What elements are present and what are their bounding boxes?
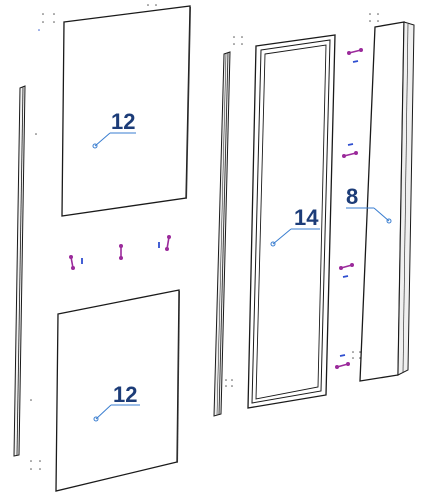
cam-lock-bolt: [347, 48, 363, 55]
cam-lock-bolt: [335, 362, 350, 369]
reference-dots: [30, 4, 379, 470]
part-number-label: 8: [346, 184, 358, 209]
part-number-label: 12: [111, 109, 135, 134]
dowel-pin: [339, 354, 346, 357]
callout-narrow-side-panel: 8: [346, 184, 392, 224]
part-number-label: 14: [294, 205, 319, 230]
callout-framed-door-panel: 14: [270, 205, 320, 247]
cam-lock-bolt: [69, 255, 75, 270]
dowel-pin: [347, 143, 354, 146]
connector-hardware-left: [69, 235, 171, 270]
middle-vertical-rail: [213, 51, 231, 417]
connector-hardware-right: [335, 48, 363, 369]
cam-lock-bolt: [119, 244, 123, 260]
dowel-pin: [342, 275, 349, 278]
cam-lock-bolt: [342, 151, 358, 158]
lower-left-panel: [55, 289, 180, 492]
part-number-label: 12: [113, 382, 137, 407]
cam-lock-bolt: [339, 263, 354, 270]
left-vertical-rail: [13, 85, 26, 457]
callout-lower-left-panel: 12: [93, 382, 140, 422]
cam-lock-bolt: [165, 235, 171, 251]
framed-door-panel: [247, 34, 336, 409]
callout-upper-left-panel: 12: [92, 109, 136, 149]
narrow-side-panel: [359, 21, 415, 382]
dowel-pin: [352, 60, 359, 63]
upper-left-panel: [61, 5, 191, 217]
